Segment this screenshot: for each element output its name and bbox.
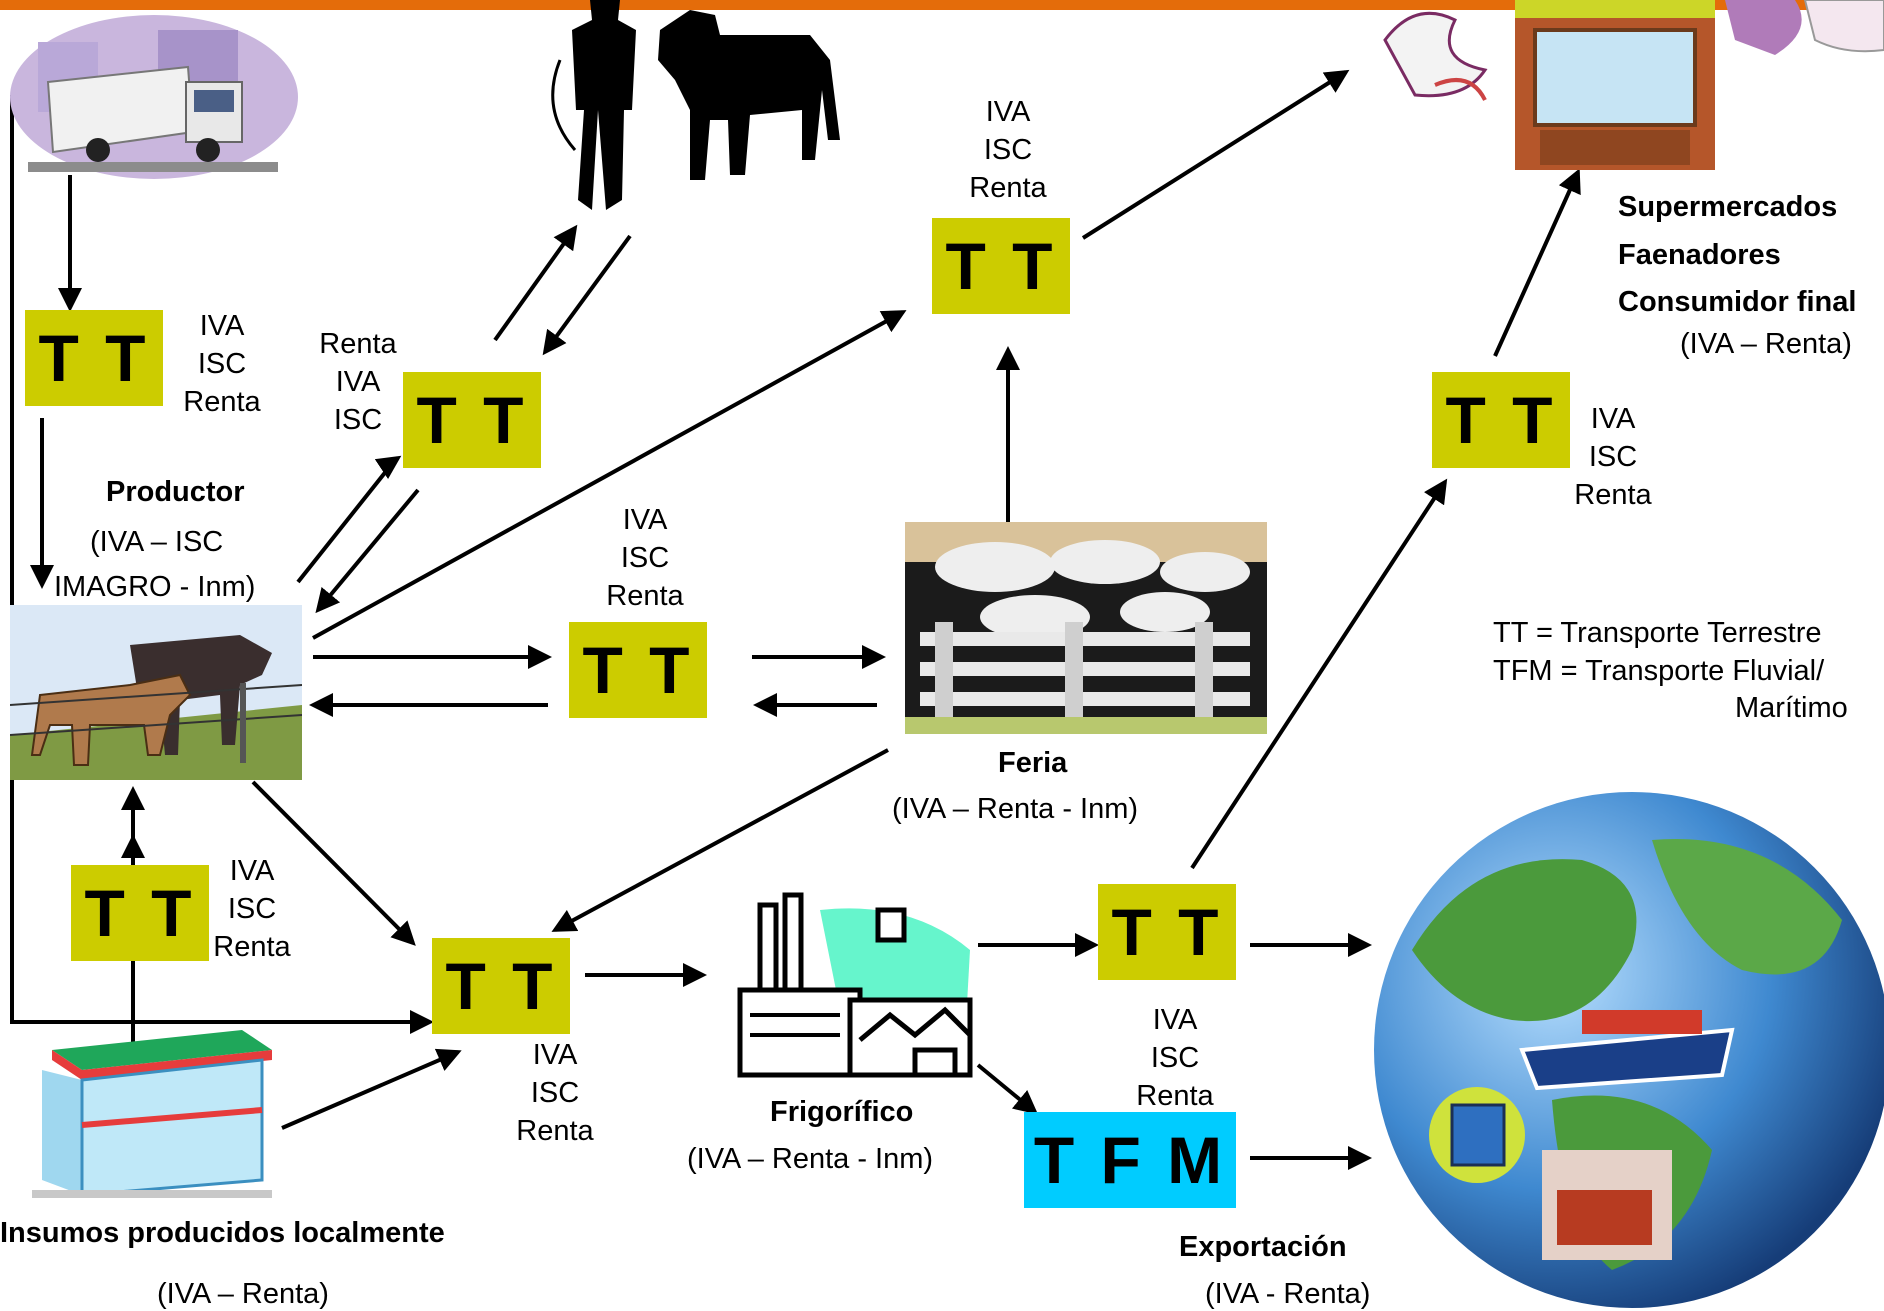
top-accent-bar	[0, 0, 1884, 10]
tax-item: IVA	[1152, 1004, 1198, 1036]
tax-item: Renta	[183, 386, 261, 418]
tax-item: ISC	[983, 134, 1033, 166]
tax-item: Renta	[516, 1115, 594, 1147]
tax-item: Renta	[1136, 1080, 1214, 1112]
tax-list-d: IVA ISC Renta	[595, 501, 695, 615]
tt-box-feria: T T	[569, 622, 707, 718]
tax-list-f: IVA ISC Renta	[505, 1036, 605, 1150]
tax-item: IVA	[1590, 403, 1636, 435]
tax-item: IVA	[622, 504, 668, 536]
legend-tfm-cont: Marítimo	[1735, 692, 1848, 724]
exportacion-label: Exportación	[1179, 1231, 1347, 1263]
frigorifico-label: Frigorífico	[770, 1096, 914, 1128]
tt-box-frigorifico-out: T T	[1098, 884, 1236, 980]
destino-consumidor-final: Consumidor final	[1618, 286, 1857, 318]
feria-label: Feria	[998, 747, 1068, 779]
insumos-label: Insumos producidos localmente	[0, 1217, 445, 1249]
destinos-taxes: (IVA – Renta)	[1680, 328, 1852, 360]
tt-box-top-center: T T	[932, 218, 1070, 314]
productor-taxes-line2: IMAGRO - Inm)	[54, 571, 256, 603]
destino-faenadores: Faenadores	[1618, 239, 1781, 271]
tax-item: IVA	[532, 1039, 578, 1071]
tax-item: ISC	[227, 893, 277, 925]
feria-pen-illustration	[905, 522, 1267, 734]
tt-box-truck: T T	[25, 310, 163, 406]
tax-item: IVA	[335, 366, 381, 398]
tax-item: ISC	[1150, 1042, 1200, 1074]
store-illustration	[32, 1030, 272, 1198]
tt-box-cattle: T T	[403, 372, 541, 468]
tax-list-g: IVA ISC Renta	[1125, 1001, 1225, 1115]
tax-item: IVA	[985, 96, 1031, 128]
tt-box-insumos: T T	[71, 865, 209, 961]
exportacion-taxes: (IVA - Renta)	[1205, 1278, 1371, 1310]
cows-illustration	[10, 605, 302, 780]
tt-box-frigorifico-in: T T	[432, 938, 570, 1034]
factory-illustration	[737, 892, 973, 1078]
tax-item: Renta	[1574, 479, 1652, 511]
tax-list-e: IVA ISC Renta	[202, 852, 302, 966]
tax-item: ISC	[530, 1077, 580, 1109]
feria-taxes: (IVA – Renta - Inm)	[892, 793, 1139, 825]
tax-item: Renta	[213, 931, 291, 963]
legend-tt: TT = Transporte Terrestre	[1493, 617, 1822, 649]
tax-list-h: IVA ISC Renta	[1563, 400, 1663, 514]
tax-item: ISC	[197, 348, 247, 380]
legend-tfm: TFM = Transporte Fluvial/	[1493, 655, 1825, 687]
truck-illustration	[10, 15, 298, 179]
productor-label: Productor	[106, 476, 245, 508]
tax-item: IVA	[199, 310, 245, 342]
insumos-taxes: (IVA – Renta)	[157, 1278, 329, 1310]
tax-item: ISC	[620, 542, 670, 574]
frigorifico-taxes: (IVA – Renta - Inm)	[687, 1143, 934, 1175]
supermarket-illustration	[1383, 0, 1884, 170]
tax-item: Renta	[606, 580, 684, 612]
tax-item: ISC	[1588, 441, 1638, 473]
tt-box-supermercados: T T	[1432, 372, 1570, 468]
farmer-bull-silhouette	[551, 0, 840, 210]
tax-list-c: IVA ISC Renta	[958, 93, 1058, 207]
tfm-box: T F M	[1024, 1112, 1236, 1208]
tax-list-a: IVA ISC Renta	[172, 307, 272, 421]
productor-taxes-line1: (IVA – ISC	[90, 526, 224, 558]
tax-list-b: Renta IVA ISC	[308, 325, 408, 439]
tax-item: ISC	[333, 404, 383, 436]
tax-item: IVA	[229, 855, 275, 887]
tax-item: Renta	[969, 172, 1047, 204]
globe-illustration	[1374, 792, 1884, 1308]
destino-supermercados: Supermercados	[1618, 191, 1838, 223]
tax-item: Renta	[319, 328, 397, 360]
